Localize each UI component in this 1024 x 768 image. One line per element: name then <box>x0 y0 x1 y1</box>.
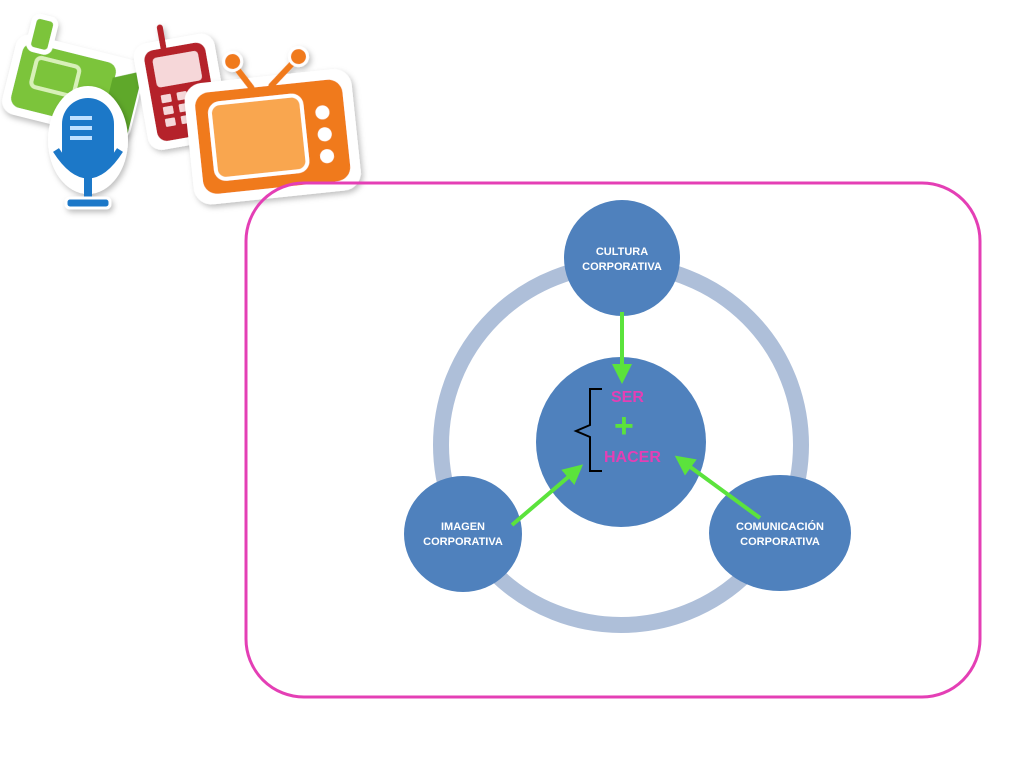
node-imagen-corporativa <box>404 476 522 592</box>
center-word-ser: SER <box>611 389 644 406</box>
node-imagen-label-1: IMAGEN <box>441 521 485 533</box>
arrow-comunicacion-to-center <box>674 455 762 520</box>
node-comunicacion-label-1: COMUNICACIÓN <box>736 520 824 533</box>
node-cultura-label-2: CORPORATIVA <box>582 261 662 273</box>
node-imagen-label-2: CORPORATIVA <box>423 536 503 548</box>
node-cultura-label-1: CULTURA <box>596 246 648 258</box>
center-word-hacer: HACER <box>604 449 661 466</box>
arrow-imagen-to-center <box>510 464 584 527</box>
node-cultura-corporativa <box>564 200 680 316</box>
node-comunicacion-corporativa <box>709 475 851 591</box>
bracket <box>573 388 602 472</box>
diagram-frame <box>244 181 982 699</box>
television-icon <box>184 46 361 205</box>
microphone-icon <box>48 86 128 210</box>
media-icons-cluster <box>2 13 361 210</box>
node-comunicacion-label-2: CORPORATIVA <box>740 536 820 548</box>
center-plus-symbol: + <box>614 407 634 445</box>
